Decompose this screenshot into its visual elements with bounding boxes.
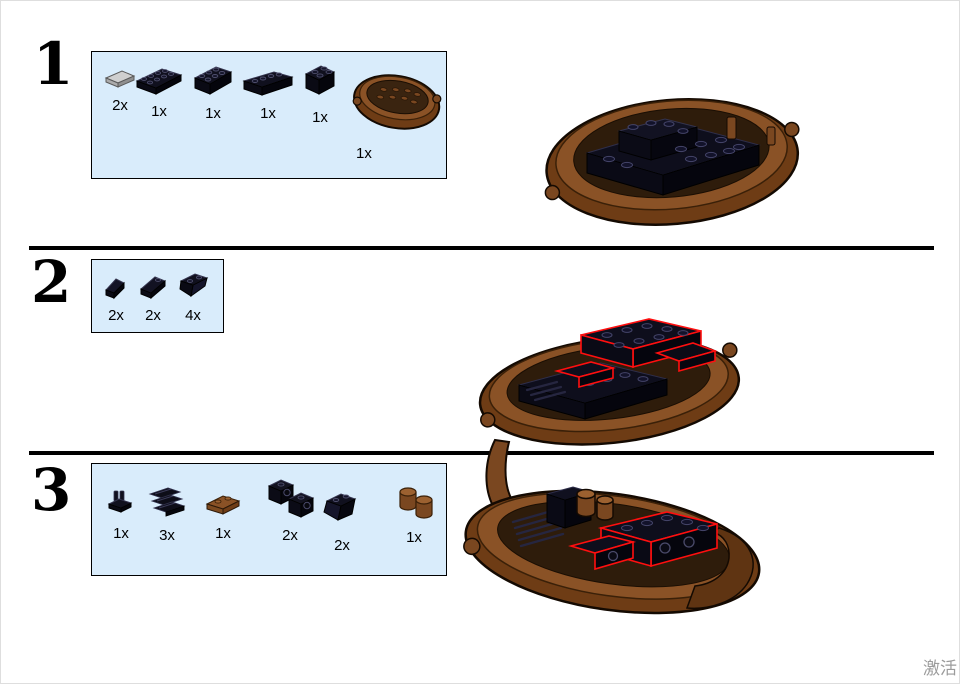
- part-count: 2x: [145, 307, 161, 324]
- brick-2x2-black-icon: [304, 65, 336, 95]
- part-count: 2x: [282, 527, 298, 544]
- slope-2x1-black-icon: [179, 273, 209, 298]
- step-2-number: 2: [31, 248, 72, 316]
- part-item: 3x: [146, 486, 188, 545]
- part-item: 1x: [201, 492, 245, 543]
- boat-hull-brown-icon: [352, 74, 442, 130]
- tile-1x2-gray-icon: [104, 70, 136, 88]
- step-1-assembly-image: [531, 61, 813, 239]
- part-count: 1x: [215, 525, 231, 542]
- part-item: 2x: [100, 274, 132, 325]
- part-item: 1x: [350, 62, 446, 163]
- step-3-assembly-image: [451, 436, 778, 634]
- step-divider: [29, 246, 934, 250]
- part-count: 3x: [159, 527, 175, 544]
- step-2-parts-box: 2x 2x: [91, 259, 224, 333]
- step-2-assembly-image: [461, 291, 758, 451]
- part-count: 4x: [185, 307, 201, 324]
- part-item: 1x: [104, 488, 138, 543]
- activate-watermark: 激活 W: [923, 659, 959, 679]
- headlight-brick-black-icon: [267, 479, 315, 518]
- part-item: 1x: [190, 60, 236, 123]
- part-count: 1x: [205, 105, 221, 122]
- plate-1x2-brown-icon: [205, 495, 241, 515]
- round-brick-brown-icon: [399, 487, 433, 519]
- step-3-parts-box: 1x: [91, 463, 447, 576]
- part-count: 2x: [108, 307, 124, 324]
- part-count: 1x: [312, 109, 328, 126]
- part-count: 1x: [356, 145, 372, 162]
- slope-2x2-black-icon: [323, 493, 357, 521]
- grille-1x2-black-icon: [148, 487, 186, 517]
- slope-1x2-black-icon: [140, 276, 166, 300]
- part-item: 1x: [392, 482, 436, 547]
- part-item: 1x: [240, 68, 296, 123]
- step-3-number: 3: [31, 456, 72, 524]
- part-count: 2x: [334, 537, 350, 554]
- part-item: 2x: [136, 272, 170, 325]
- brick-1x4-black-icon: [242, 71, 294, 96]
- part-item: 4x: [174, 270, 212, 325]
- step-1-number: 1: [33, 30, 74, 98]
- part-count: 2x: [112, 97, 128, 114]
- part-item: 1x: [298, 60, 342, 127]
- plate-2x4-black-icon: [135, 68, 183, 95]
- part-count: 1x: [151, 103, 167, 120]
- step-1-section: 1 2x: [1, 1, 959, 246]
- step-1-parts-box: 2x 1x: [91, 51, 447, 179]
- part-count: 1x: [406, 529, 422, 546]
- clip-plate-black-icon: [107, 490, 133, 513]
- part-item: 1x: [134, 64, 184, 121]
- step-2-section: 2 2x 2x: [1, 248, 959, 451]
- slope-1x1-black-icon: [105, 278, 125, 300]
- step-3-section: 3 1x: [1, 438, 959, 683]
- part-count: 1x: [260, 105, 276, 122]
- part-count: 1x: [113, 525, 129, 542]
- plate-2x3-black-icon: [193, 66, 233, 95]
- part-item: 2x: [263, 476, 317, 545]
- part-item: 2x: [319, 488, 365, 555]
- step-divider: [29, 451, 934, 455]
- part-item: 2x: [100, 68, 140, 115]
